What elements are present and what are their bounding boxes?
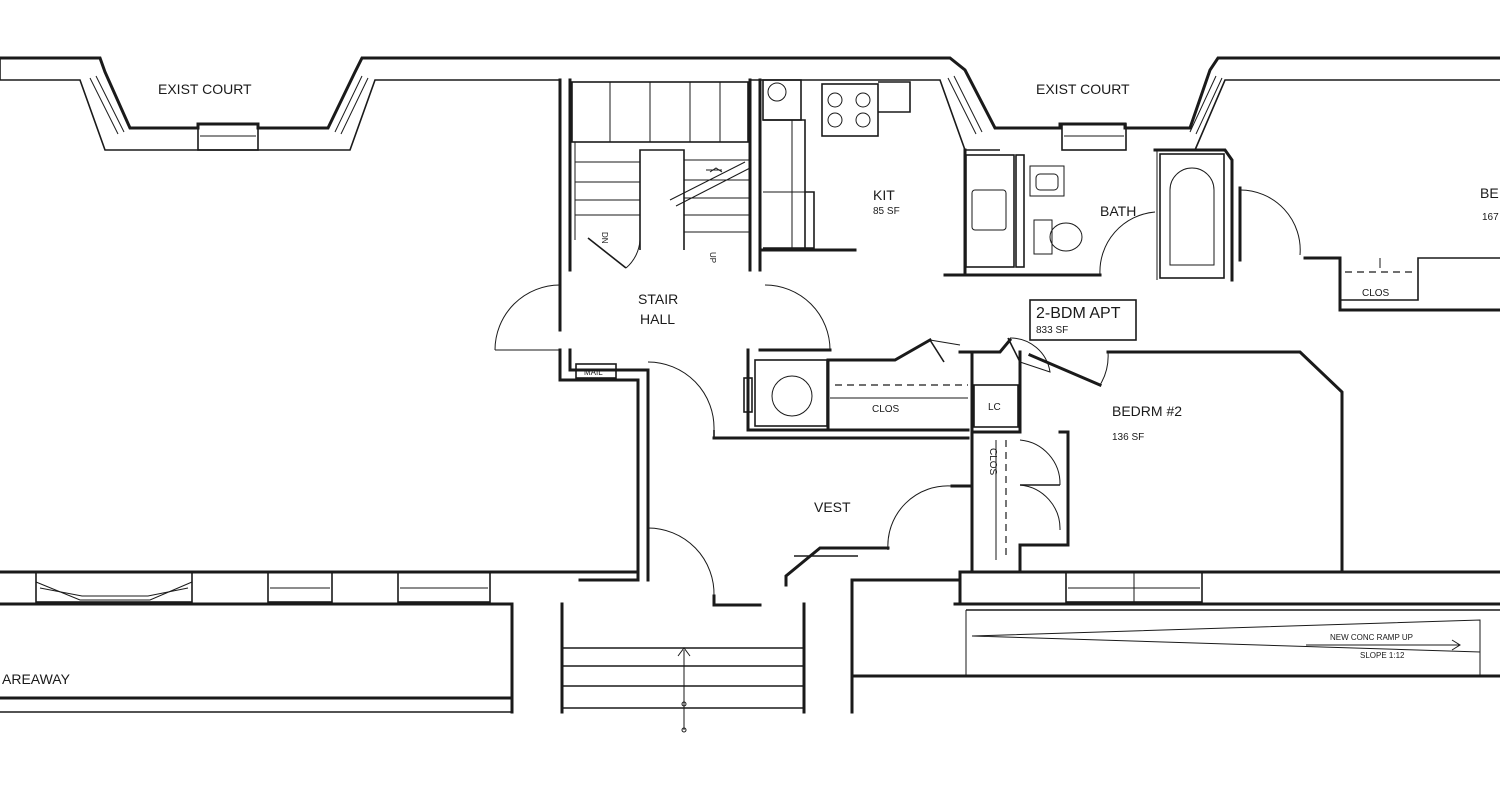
vestibule xyxy=(646,361,974,607)
mail-label: MAIL xyxy=(584,368,603,377)
stair-dn-label: DN xyxy=(600,232,609,244)
apartment-name-label: 2-BDM APT xyxy=(1036,305,1121,322)
entry-steps xyxy=(510,578,854,733)
stair-hall-label-1: STAIR xyxy=(638,291,678,307)
bedroom-2 xyxy=(1018,350,1344,574)
ramp-label-line-2: SLOPE 1:12 xyxy=(1360,651,1405,660)
stair-hall-walls xyxy=(494,284,832,582)
apartment-tag xyxy=(1029,299,1137,341)
kitchen xyxy=(758,79,911,252)
areaway xyxy=(0,696,514,713)
exist-court-left-label: EXIST COURT xyxy=(158,81,252,97)
bedroom-2-label: BEDRM #2 xyxy=(1112,403,1182,419)
front-facade xyxy=(0,570,1500,606)
apartment-area-label: 833 SF xyxy=(1036,325,1068,336)
vertical-closet-label: CLOS xyxy=(987,448,998,476)
ramp-label-line-1: NEW CONC RAMP UP xyxy=(1330,633,1413,642)
bedroom-1-area-partial: 167 xyxy=(1482,212,1499,223)
court-window-right xyxy=(947,75,1223,151)
misc-walls xyxy=(578,570,962,606)
top-facade-wall xyxy=(0,56,1500,151)
areaway-label: AREAWAY xyxy=(2,671,71,687)
bedroom-1-closet-label: CLOS xyxy=(1362,288,1390,299)
bedroom-1-partial xyxy=(1238,186,1500,312)
court-window-left xyxy=(89,75,369,151)
hall-closet-label: CLOS xyxy=(872,404,900,415)
vertical-closet xyxy=(970,430,1061,560)
stair-hall-label-2: HALL xyxy=(640,311,675,327)
exist-court-right-label: EXIST COURT xyxy=(1036,81,1130,97)
new-ramp xyxy=(850,609,1500,678)
kitchen-area-label: 85 SF xyxy=(873,206,900,217)
stair xyxy=(558,78,762,332)
vestibule-label: VEST xyxy=(814,499,851,515)
bath xyxy=(943,148,1234,282)
bedroom-2-area-label: 136 SF xyxy=(1112,432,1144,443)
hall-closets xyxy=(743,337,1051,572)
bedroom-1-label-partial: BE xyxy=(1480,185,1499,201)
kitchen-label: KIT xyxy=(873,187,895,203)
stair-up-label: UP xyxy=(708,252,717,263)
stair-door xyxy=(587,237,641,269)
linen-closet-label: LC xyxy=(988,402,1001,413)
bath-label: BATH xyxy=(1100,203,1136,219)
